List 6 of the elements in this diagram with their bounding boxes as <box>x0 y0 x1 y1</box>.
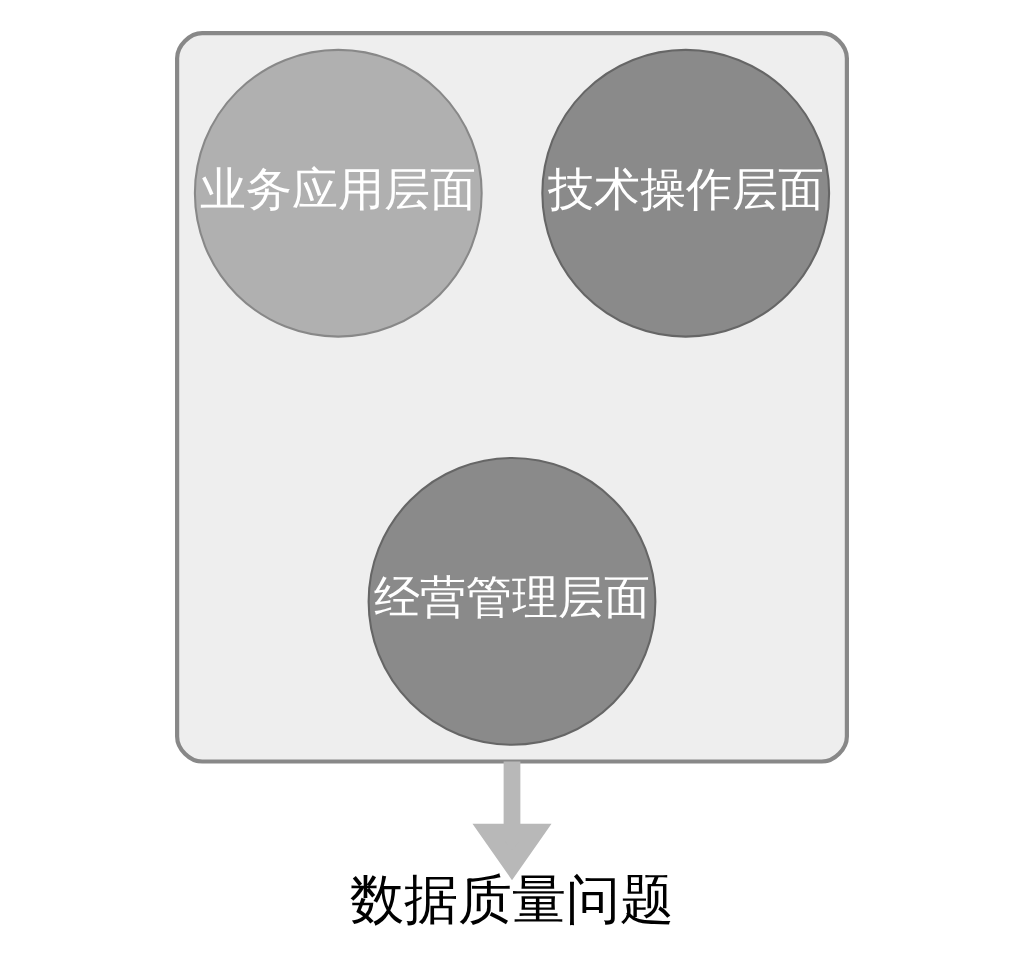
node-circle: 技术操作层面 <box>541 48 831 338</box>
node-circle: 业务应用层面 <box>193 48 483 338</box>
node-text: 数据质量问题 <box>350 867 674 932</box>
arrow <box>472 761 552 881</box>
node-circle: 经营管理层面 <box>367 456 657 746</box>
cluster <box>175 31 849 764</box>
